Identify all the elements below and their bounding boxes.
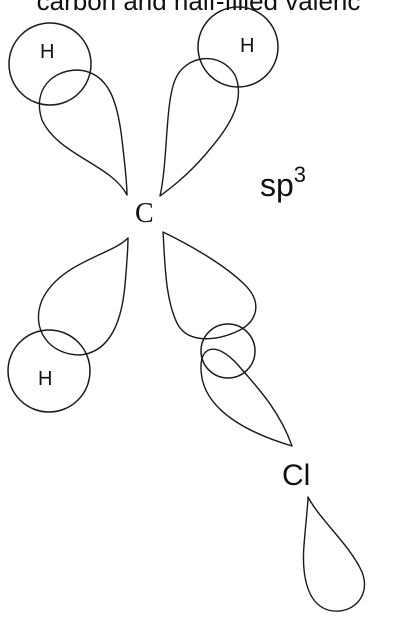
chlorine-label: Cl bbox=[282, 459, 310, 492]
orbital-lobe-upper-left bbox=[38, 69, 128, 196]
orbital-lobe-lower-left bbox=[37, 237, 129, 356]
hydrogen-orbital-top-right bbox=[197, 6, 279, 88]
hydrogen-label-top-right: H bbox=[240, 35, 254, 57]
chlorine-orbital-lobe-upper bbox=[200, 348, 293, 447]
chlorine-orbital-lobe-lower bbox=[302, 496, 365, 612]
orbital-lobe-upper-right bbox=[159, 58, 240, 197]
cropped-caption-text: carbon and half-filled valenc bbox=[36, 0, 361, 16]
hydrogen-orbital-bottom-left bbox=[7, 329, 91, 413]
hybridization-superscript: 3 bbox=[294, 162, 306, 187]
hydrogen-label-top-left: H bbox=[40, 41, 54, 63]
hydrogen-label-bottom-left: H bbox=[38, 368, 52, 390]
hydrogen-orbital-top-left bbox=[8, 22, 92, 106]
bond-overlap-circle bbox=[200, 323, 256, 379]
carbon-label: C bbox=[135, 198, 154, 229]
hybridization-base: sp bbox=[260, 167, 294, 203]
orbital-lobe-lower-right bbox=[162, 231, 257, 340]
hybridization-label: sp3 bbox=[260, 162, 306, 203]
